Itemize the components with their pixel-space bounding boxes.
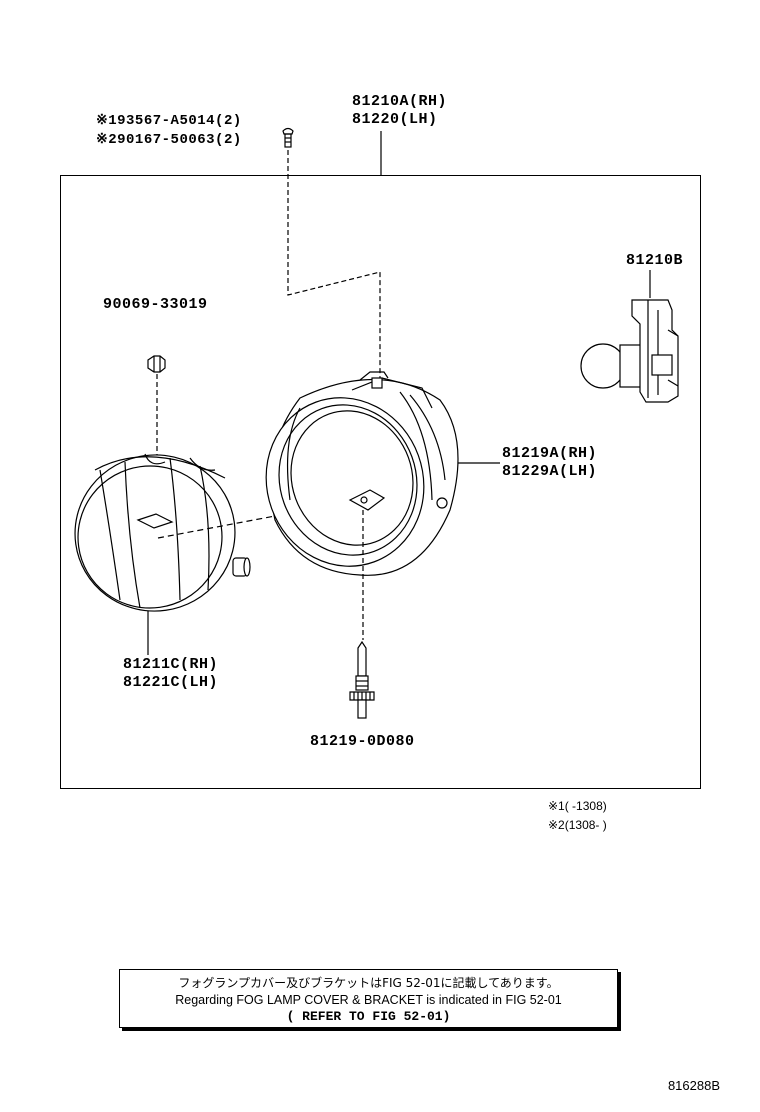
reference-line-jp: フォグランプカバー及びブラケットはFIG 52-01に記載してあります。 [178,976,559,990]
housing-lh-label: 81229A(LH) [502,463,598,480]
adjuster-label: 81219-0D080 [310,733,415,750]
bulb-icon [580,299,679,403]
nut-label: 90069-33019 [103,296,208,313]
note-1: ※1( -1308) [548,799,607,813]
housing-icon [265,371,459,576]
screw-icon [282,127,294,148]
nut-icon [147,355,166,373]
assy-lh-label: 81220(LH) [352,111,438,128]
reference-line-ref: ( REFER TO FIG 52-01) [286,1009,451,1024]
adjuster-icon [349,640,375,719]
screw-1-label: ※193567-A5014(2) [96,113,242,129]
housing-rh-label: 81219A(RH) [502,445,598,462]
reference-box: フォグランプカバー及びブラケットはFIG 52-01に記載してあります。 Reg… [119,969,618,1028]
assy-rh-label: 81210A(RH) [352,93,448,110]
lens-lh-label: 81221C(LH) [123,674,219,691]
lens-rh-label: 81211C(RH) [123,656,219,673]
lens-icon [74,453,251,612]
screw-2-label: ※290167-50063(2) [96,132,242,148]
figure-id: 816288B [667,1078,720,1093]
reference-line-en: Regarding FOG LAMP COVER & BRACKET is in… [175,993,562,1007]
bulb-label: 81210B [626,252,684,269]
note-2: ※2(1308- ) [548,818,607,832]
assembly-frame [60,175,701,789]
screw-path-line [287,150,381,380]
